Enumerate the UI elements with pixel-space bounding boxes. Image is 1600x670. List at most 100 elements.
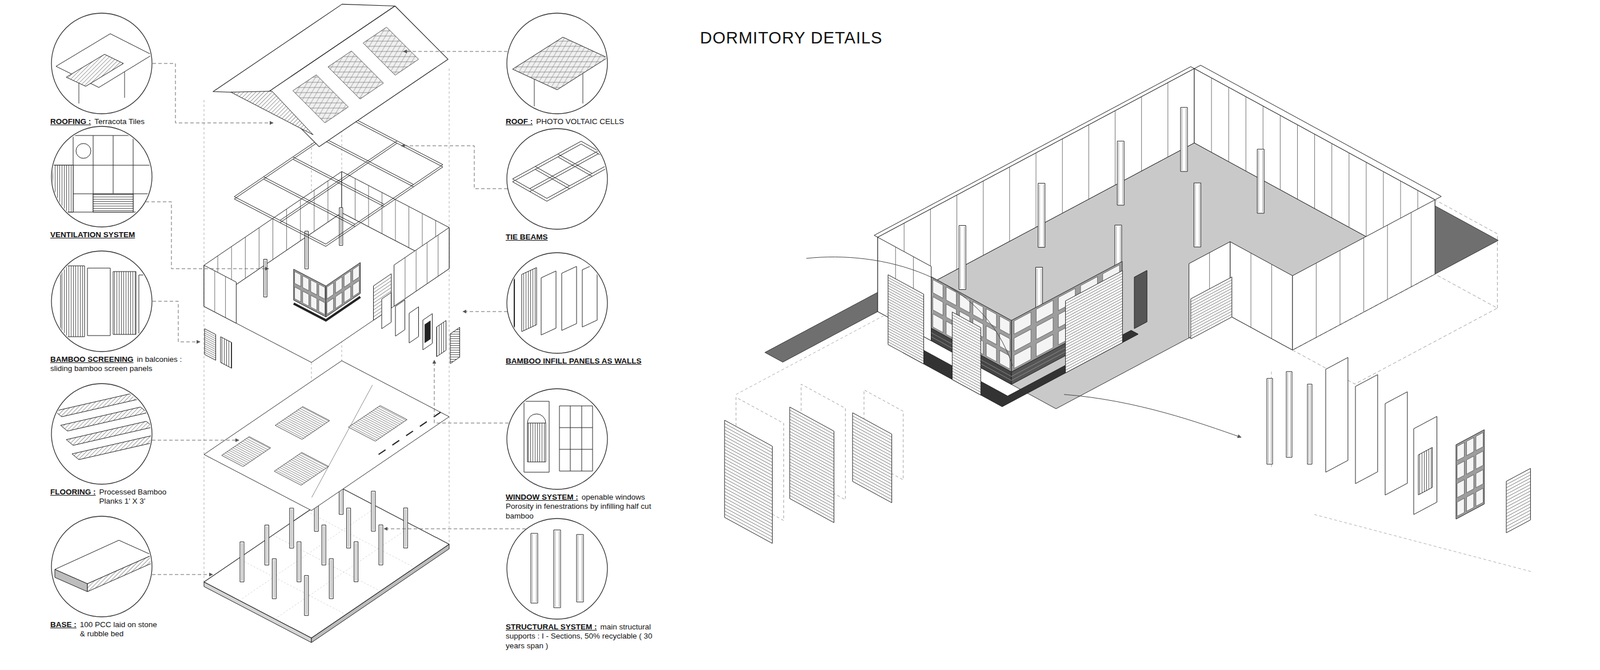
louver-slat (1065, 314, 1123, 346)
louver-slat (789, 486, 834, 511)
plank-joint (294, 412, 322, 427)
tie-beam (351, 119, 443, 167)
bamboo-infill-panel (1325, 357, 1348, 472)
louver-slat (724, 510, 773, 538)
louver-slat (1065, 322, 1123, 354)
callout-label: TIE BEAMS (505, 232, 666, 242)
tie-beam (293, 159, 385, 207)
callout-circle (51, 516, 152, 617)
tie-beam (581, 141, 616, 161)
louver-slat (1190, 305, 1232, 328)
louver-slat (1506, 503, 1531, 517)
louver-slat (852, 425, 892, 447)
plank-joint (280, 467, 307, 482)
louver-screen (789, 406, 834, 523)
column-flange (1194, 184, 1196, 246)
louver-slat (789, 468, 834, 492)
louver-slat (789, 489, 834, 514)
plank-joint (290, 414, 318, 430)
plank-joint (248, 437, 271, 449)
alignment-guide (204, 100, 205, 582)
callout-heading: FLOORING : (50, 487, 96, 496)
plank-joint (371, 411, 399, 426)
roof-support (582, 69, 584, 104)
louver-slat (852, 446, 892, 468)
louver-slat (1506, 500, 1531, 514)
louver-slat (1065, 289, 1123, 320)
plank-joint (298, 454, 326, 469)
panel-joint (1141, 96, 1142, 171)
bamboo-infill-panel (409, 306, 419, 343)
window-pane (932, 296, 943, 316)
louver-slat (724, 465, 773, 492)
window-pane (1457, 498, 1465, 516)
window-transom (559, 449, 593, 450)
tie-beam (351, 117, 443, 165)
i-section-column (1257, 149, 1264, 214)
leader-line (152, 574, 213, 575)
louver-slat (888, 296, 924, 316)
alignment-guide (1314, 514, 1532, 572)
plank-joint (278, 422, 306, 438)
i-section-column (553, 529, 561, 608)
panel-joint (408, 206, 410, 248)
pcc-slab (54, 540, 152, 584)
panel-joint (982, 181, 984, 256)
window-pane (302, 290, 310, 306)
panel-joint (1348, 153, 1350, 228)
column-flange (306, 232, 307, 268)
panel-joint (272, 218, 274, 260)
louver-slat (789, 473, 834, 498)
window-pane (932, 313, 943, 333)
plank-dash (433, 412, 441, 417)
plank-joint (277, 468, 305, 483)
callout-heading: WINDOW SYSTEM : (505, 492, 579, 502)
i-section-column (346, 508, 351, 548)
detail-vignette (512, 37, 608, 107)
callout-note: Terracota Tiles (94, 117, 145, 126)
window-pane (335, 292, 342, 308)
roof-gable (230, 91, 314, 135)
detail-callout: BAMBOO INFILL PANELS AS WALLS (505, 251, 678, 366)
plank-joint (236, 445, 259, 457)
terracota-tiles (66, 54, 124, 87)
assembled-axonometric (724, 65, 1532, 572)
panel-joint (1297, 124, 1298, 199)
callout-circle-frame (505, 127, 609, 231)
column-flange (373, 492, 375, 530)
window-pane (1036, 300, 1054, 323)
detail-callout: ROOFING :Terracota Tiles (50, 12, 200, 127)
callout-note: 100 PCC laid on stone & rubble bed (80, 620, 158, 638)
louver-slat (1065, 320, 1123, 351)
plank-joint (293, 458, 320, 473)
louver-slat (789, 413, 834, 438)
louver-slat (888, 282, 924, 303)
column-flange (554, 530, 556, 607)
column-flange (290, 509, 292, 547)
panel-joint (1062, 138, 1063, 214)
panel-joint (225, 276, 226, 318)
louver-slat (1065, 286, 1123, 318)
door-opening (1134, 270, 1147, 329)
callout-heading: ROOF : (505, 117, 533, 126)
detail-vignette (514, 262, 598, 338)
plank-joint (284, 418, 312, 434)
louver-slat (888, 336, 924, 356)
louver-slat (789, 452, 834, 477)
louver-slat (724, 513, 773, 540)
detail-callout: BASE :100 PCC laid on stone & rubble bed (50, 514, 163, 639)
louver-slat (1065, 312, 1123, 343)
window-pane (1457, 461, 1465, 479)
plank-joint (367, 414, 395, 429)
column-flange (306, 232, 308, 268)
louver-slat (1065, 284, 1123, 315)
column-flange (274, 559, 275, 598)
louver-slat (724, 433, 773, 460)
window-pane (310, 295, 318, 311)
column-flange (299, 542, 300, 581)
callout-circle (506, 518, 608, 619)
louver-slat (724, 488, 773, 515)
window-pane (986, 325, 997, 345)
i-section-column (329, 558, 334, 599)
